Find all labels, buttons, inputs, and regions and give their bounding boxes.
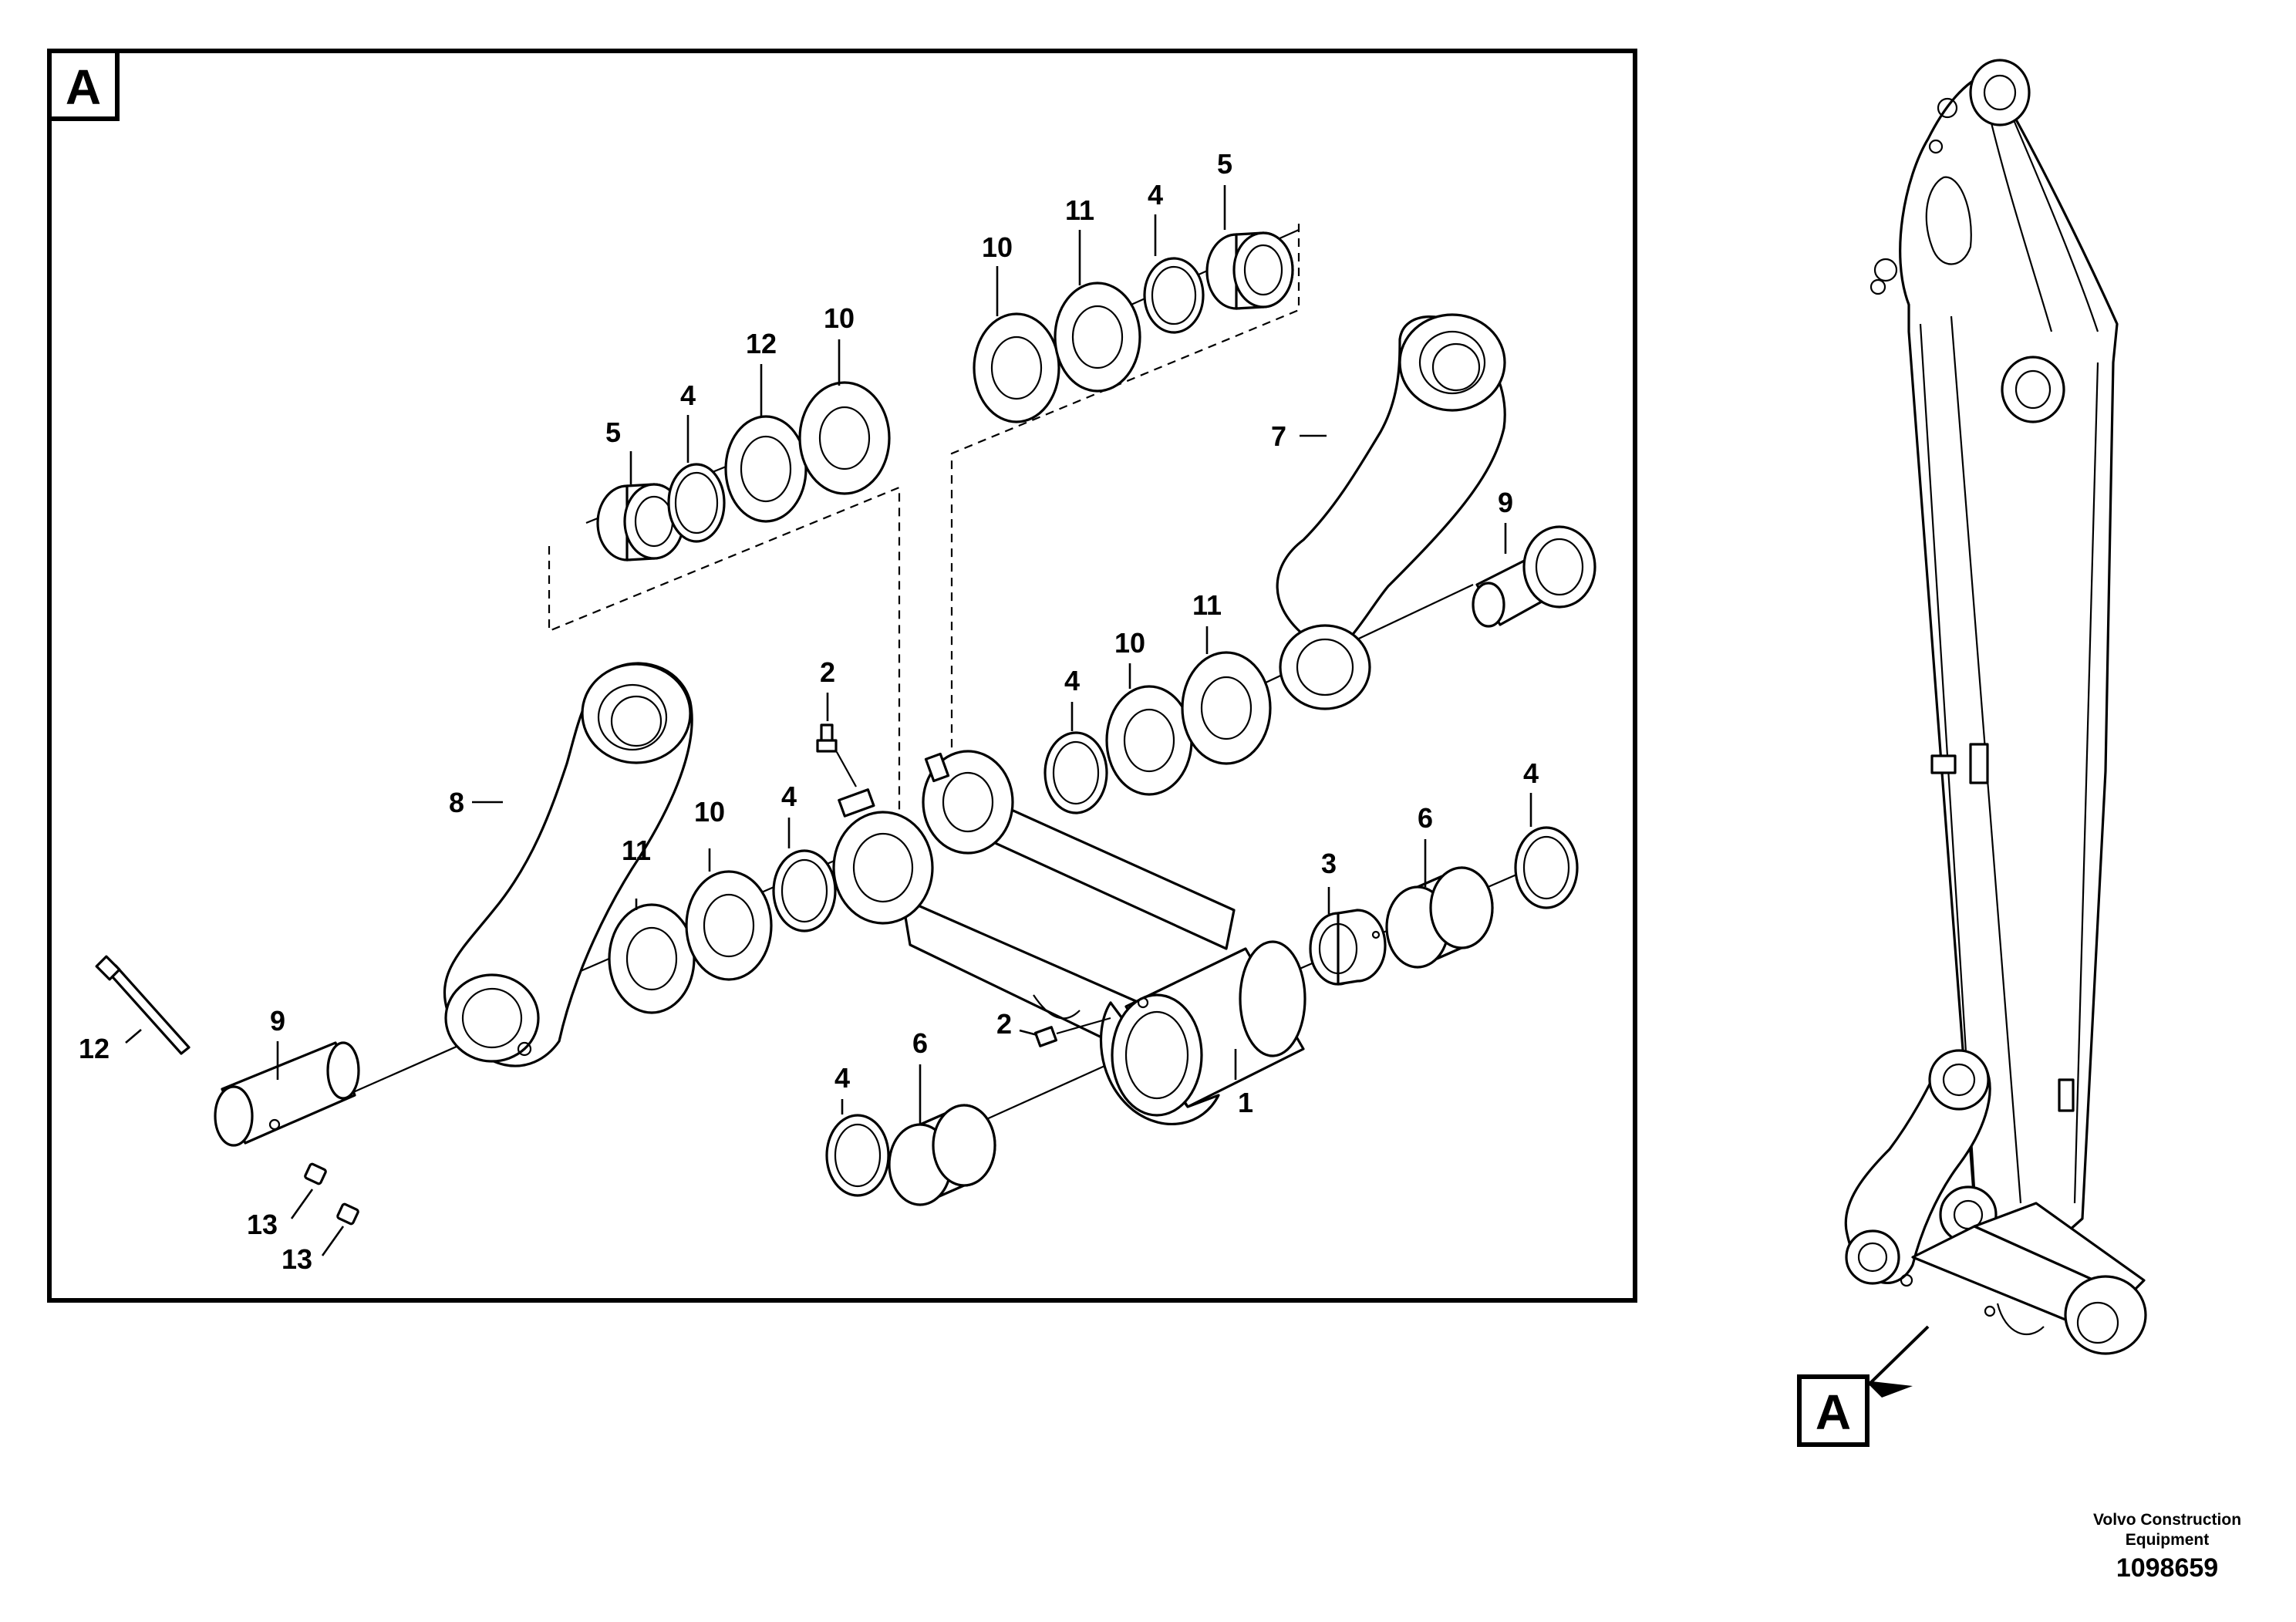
part-10-washer-upper-right [973,312,1060,423]
part-5-bushing-upper-right [1205,231,1294,310]
callout-4-lower-right: 4 [1523,757,1539,789]
detail-label-box: A [47,49,120,121]
overview-arm-drawing [1844,59,2147,1355]
callout-4-upper-left: 4 [680,379,696,411]
part-4-ring-lower-left [825,1114,890,1197]
part-4-ring-middle-right [1043,731,1108,814]
leader-lines [125,185,1532,1256]
callout-9-right: 9 [1498,487,1513,518]
upper-left-ring-group [596,381,891,561]
part-2-grease-nipple-upper [816,723,857,787]
part-11-washer-upper-right [1054,282,1141,393]
callout-7: 7 [1271,420,1286,452]
part-6-bushing-right [1385,866,1494,969]
drawing-number: 1098659 [2116,1553,2219,1583]
callout-13-a: 13 [247,1209,278,1240]
middle-left-ring-group [608,849,837,1014]
company-caption: Volvo Construction Equipment [2052,1510,2283,1550]
part-6-bushing-lower-left [888,1104,996,1206]
part-10-washer-middle-right [1105,685,1193,796]
part-12-bolt [95,955,190,1055]
detail-label: A [66,59,101,115]
callout-4-middle-right: 4 [1064,665,1080,696]
callout-6-left: 6 [912,1027,928,1059]
part-13-nut-b [336,1202,359,1226]
callout-10-upper-left: 10 [824,302,855,334]
overview-label-box: A [1797,1325,1930,1447]
callout-11-upper-right: 11 [1065,194,1094,226]
callout-11-middle-left: 11 [622,835,651,866]
upper-right-ring-group [973,231,1294,423]
callout-labels: 1 2 2 3 4 4 4 4 4 4 5 5 6 6 7 8 9 9 10 1… [79,148,1539,1275]
part-4-ring-middle-left [772,849,837,932]
callout-1: 1 [1238,1087,1253,1118]
callout-2-upper: 2 [820,656,835,688]
callout-13-b: 13 [282,1243,312,1275]
part-9-pin-left [214,1041,360,1147]
part-10-washer-upper-left [798,381,891,495]
callout-4-lower-left: 4 [834,1062,850,1094]
part-11-washer-middle-left [608,903,696,1014]
callout-6-right: 6 [1418,802,1433,834]
part-13-nut-a [304,1162,327,1185]
part-11-washer-middle-right [1181,651,1272,765]
callout-8: 8 [449,787,464,818]
callout-2-lower: 2 [996,1008,1012,1040]
part-2-grease-nipple-lower [1033,1017,1111,1047]
overview-label: A [1816,1384,1851,1440]
part-4-ring-lower-right [1514,826,1579,909]
callout-4-upper-right: 4 [1148,179,1163,211]
callout-10-middle-right: 10 [1114,627,1145,659]
part-9-pin-right [1472,525,1596,628]
callout-3: 3 [1321,848,1337,879]
lower-left-ring-group [825,1104,996,1206]
callout-4-middle-left: 4 [781,781,797,812]
part-8-link-arm [443,662,693,1067]
part-4-ring-upper-right [1143,257,1205,334]
part-11-washer-upper-left [724,415,807,523]
part-7-link-arm [1276,313,1506,710]
callout-10-upper-right: 10 [982,231,1013,263]
company-line-2: Equipment [2125,1531,2210,1549]
part-4-ring-upper-left [667,463,726,543]
company-line-1: Volvo Construction [2092,1511,2242,1529]
callout-5-upper-left: 5 [605,416,621,448]
dashed-assembly-lines-left [548,486,901,837]
callout-9-left: 9 [270,1005,285,1037]
callout-12: 12 [79,1033,110,1064]
detail-frame [47,49,1637,1303]
callout-11-middle-right: 11 [1192,589,1222,621]
lower-right-ring-group [1309,826,1579,986]
part-1-h-link [832,750,1306,1126]
middle-right-ring-group [1043,651,1272,814]
part-5-bushing-upper-left [596,483,685,561]
part-3-ring [1309,909,1387,986]
callout-10-middle-left: 10 [694,796,725,828]
callout-11-upper-left: 12 [746,328,777,359]
part-10-washer-middle-left [685,870,773,981]
callout-5-upper-right: 5 [1217,148,1232,180]
